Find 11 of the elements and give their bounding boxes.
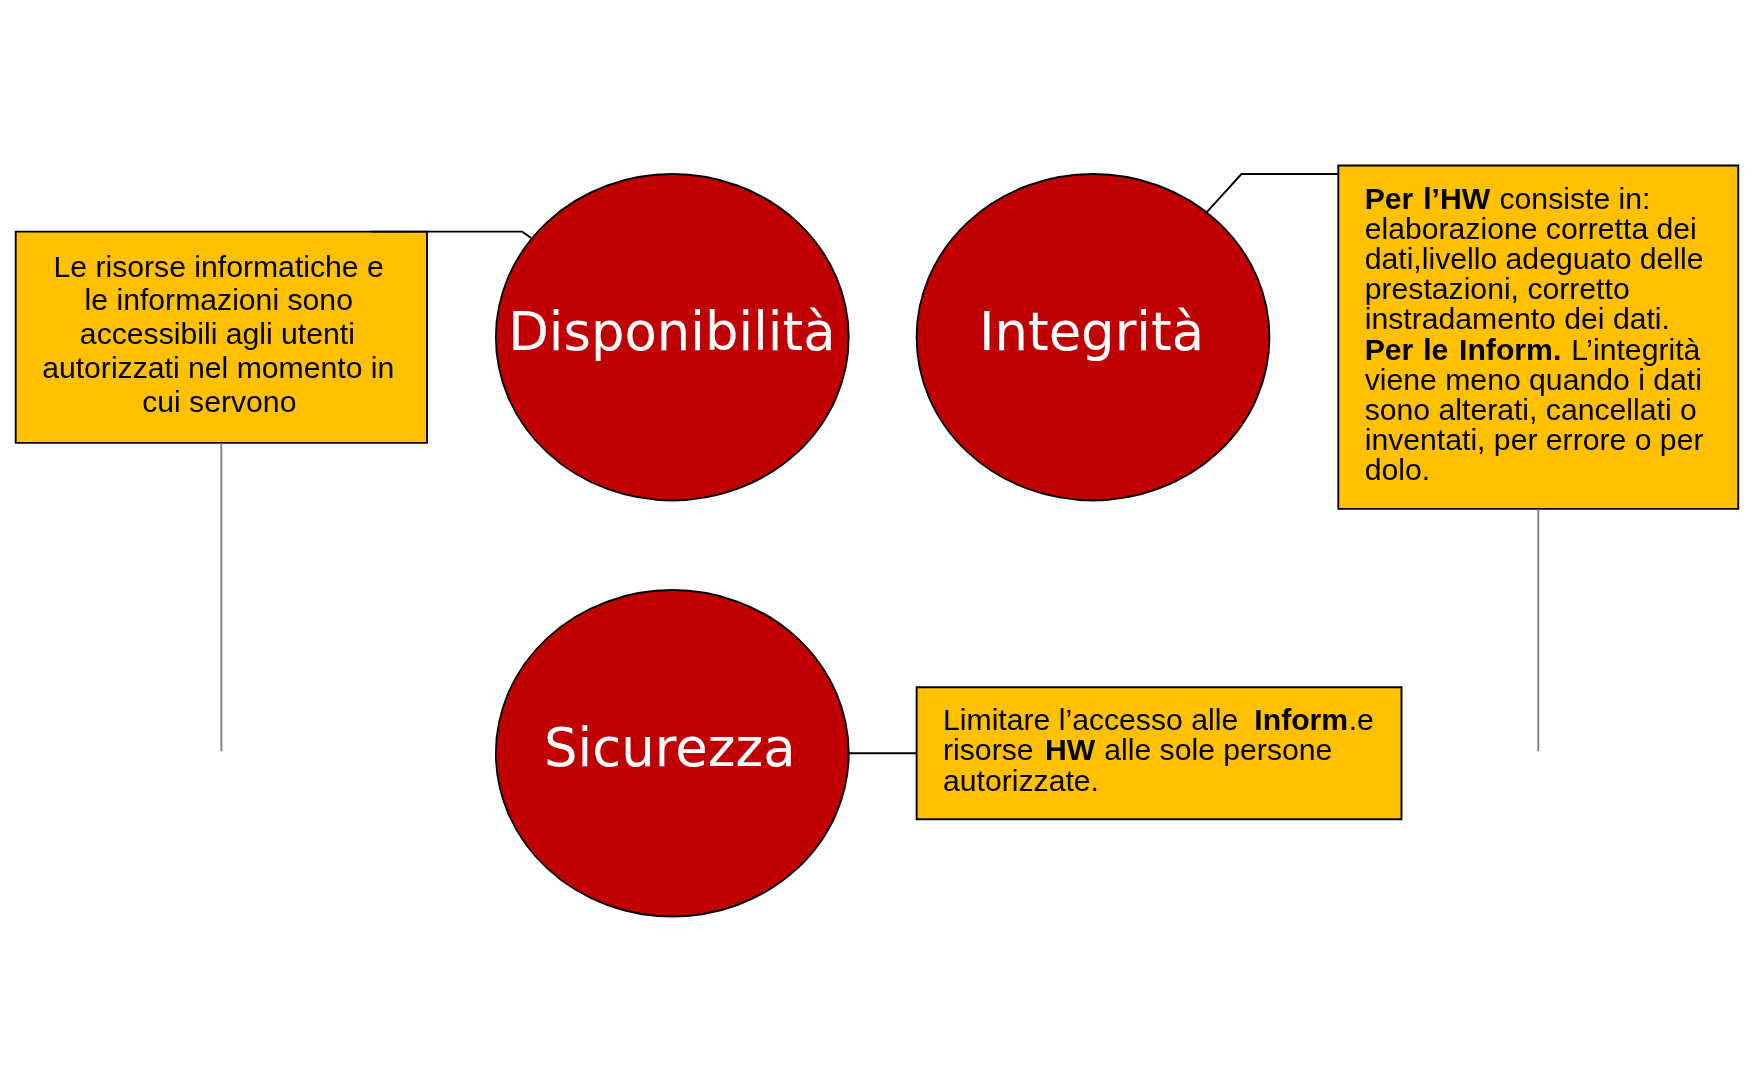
connector [1537,508,1540,753]
node-box: Le risorse informatiche e le informazioni sono accessibili agli utenti autorizzati nel momento in cui servono [14,230,428,444]
connector [220,442,223,753]
connector [1206,173,1339,213]
node-circle: Disponibilità [494,173,850,502]
node-circle: Sicurezza [494,589,850,918]
connector [370,230,532,239]
node-circle: Integrità [915,173,1271,502]
node-box: Limitare l’accesso alle Inform.e risorse HW alle sole persone autorizzate. [915,686,1403,821]
connector [848,752,918,755]
node-box: Per l’HW consiste in: elaborazione corretta dei dati,livello adeguato delle prestazioni, corretto instradamento dei dati. Per le Inform. L’integrità viene meno quando i dati sono alterati, cancellati o inventati, per errore o per dolo. [1337,164,1740,510]
